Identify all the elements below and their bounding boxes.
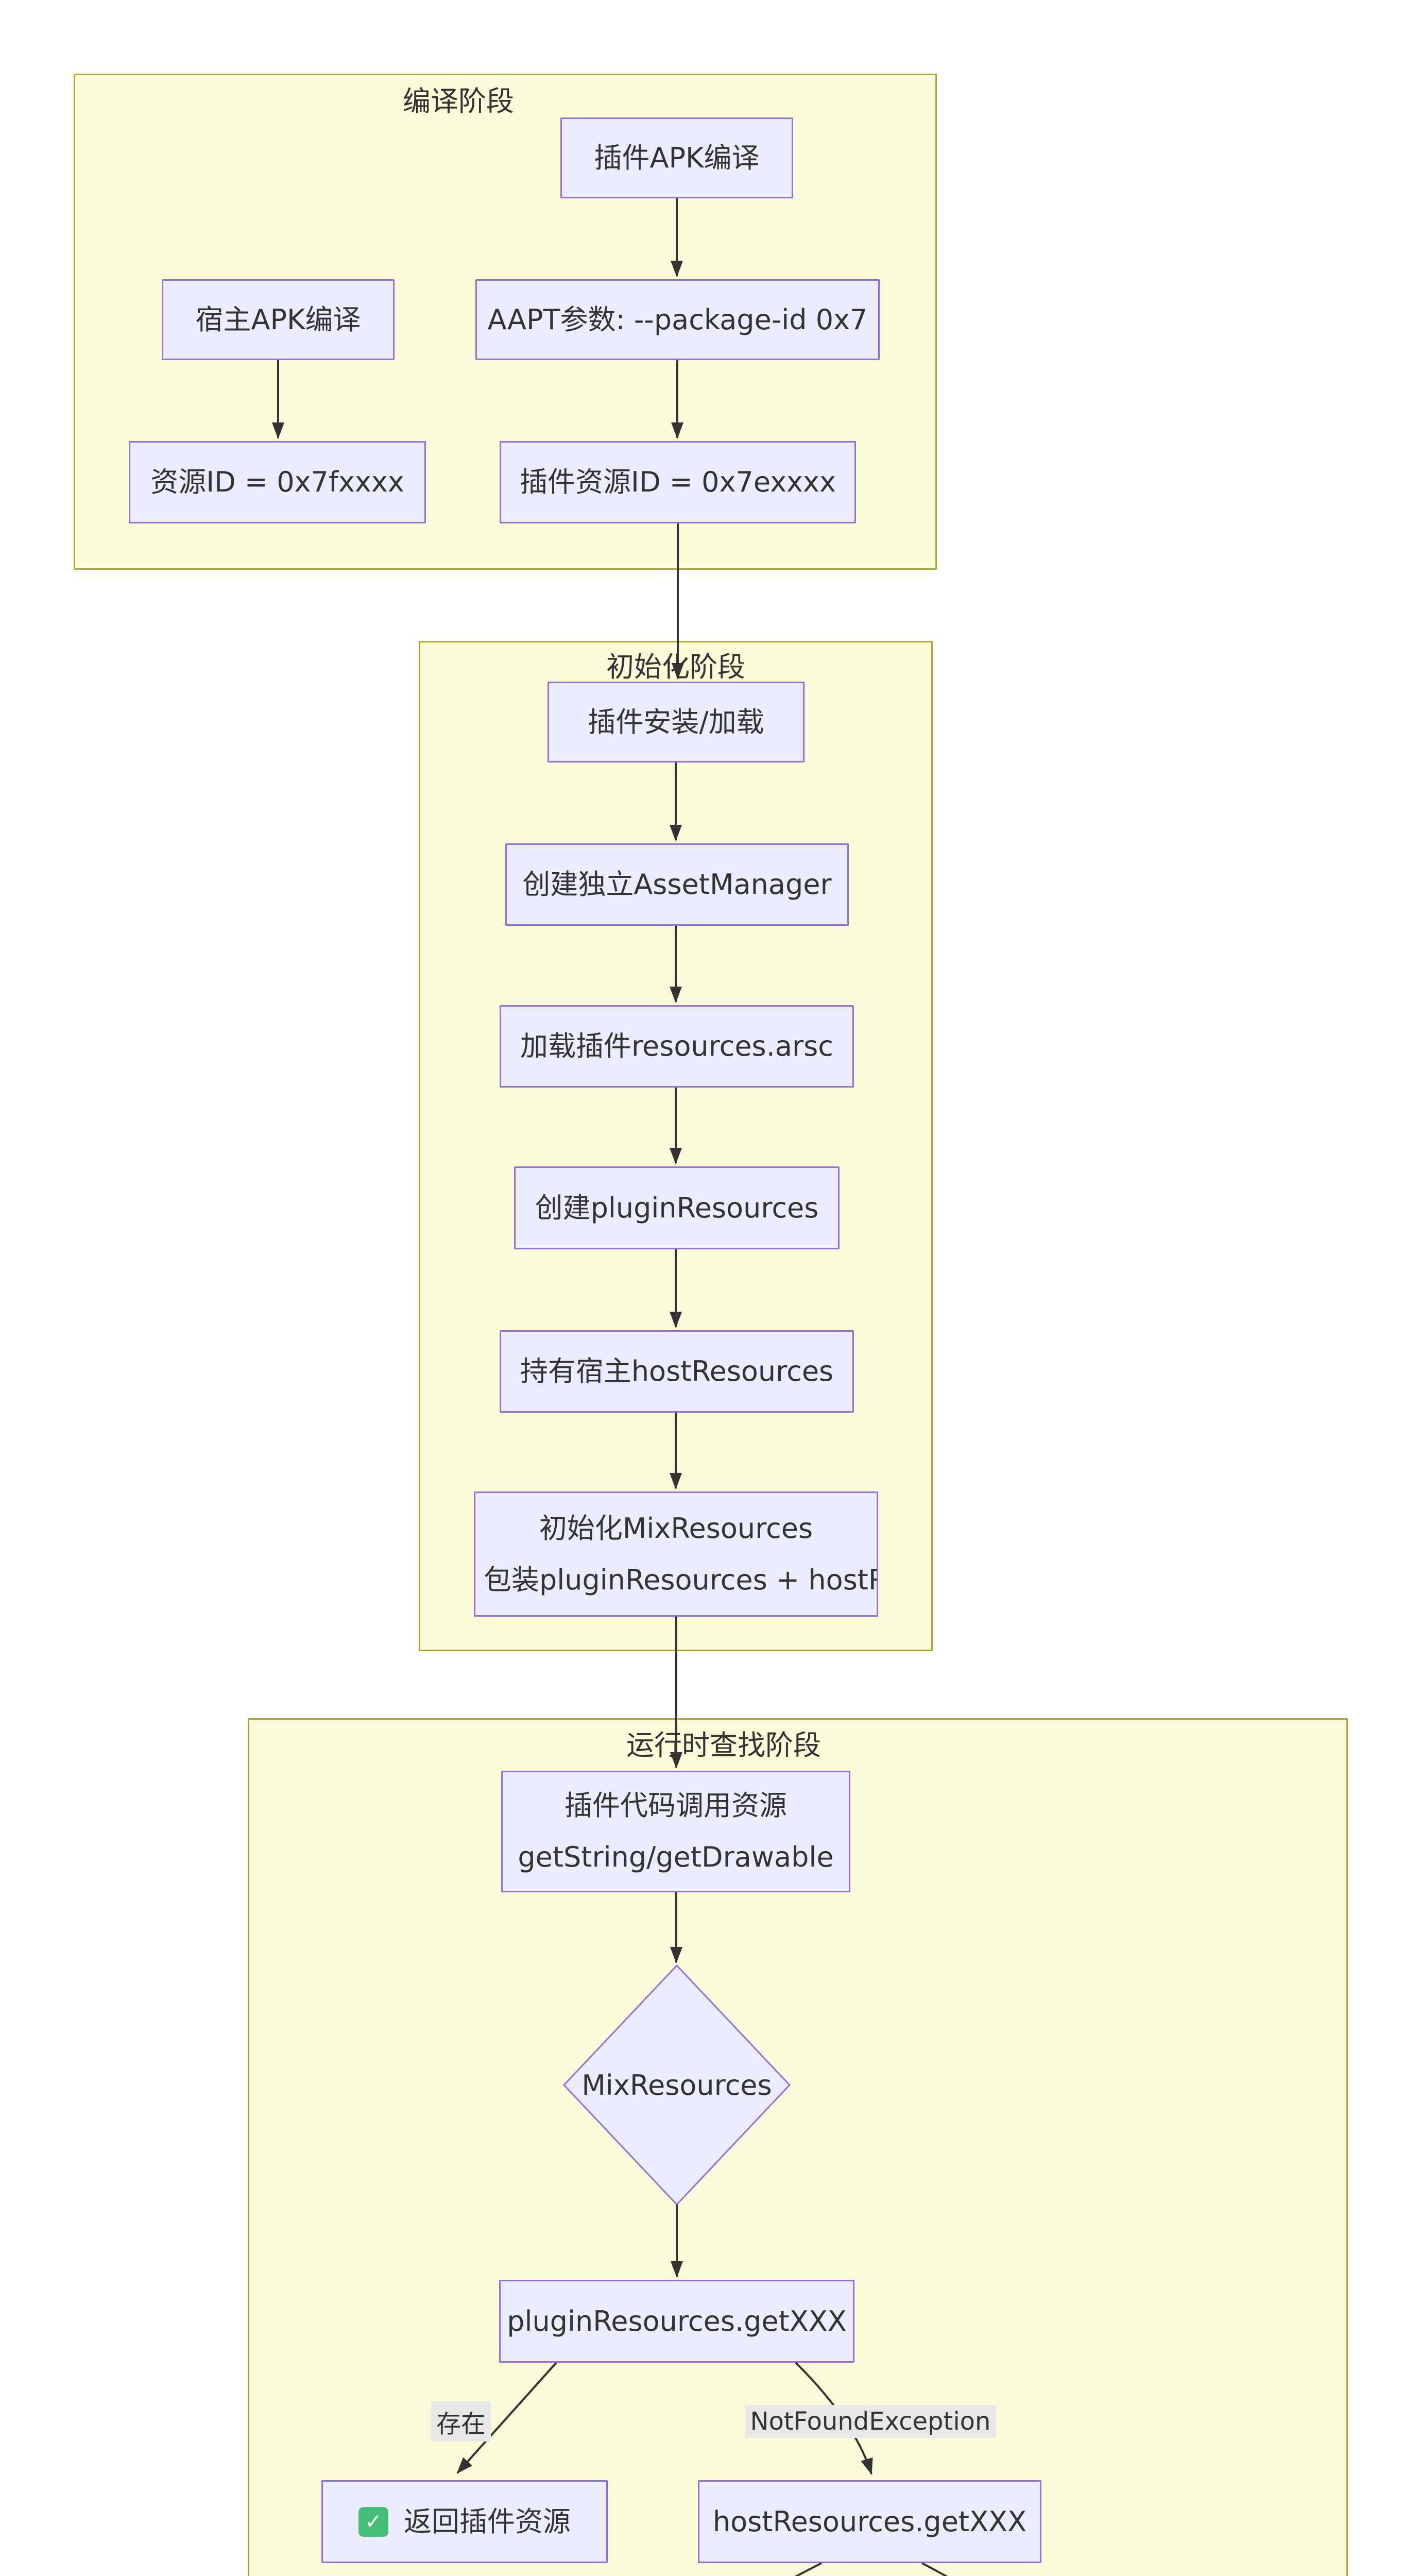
compile-stage-title: 编译阶段: [403, 85, 514, 117]
host-apk-compile-text: 宿主APK编译: [195, 303, 361, 336]
plugin-install-load: 插件安装/加载: [547, 682, 805, 762]
label-notfoundexception: NotFoundException: [745, 2405, 996, 2438]
load-resources-arsc-text: 加载插件resources.arsc: [520, 1030, 833, 1062]
flow-edge-arrow: [456, 2362, 557, 2474]
host-resource-id: 资源ID = 0x7fxxxx: [129, 441, 426, 523]
pluginresources-getxxx-text: pluginResources.getXXX: [507, 2304, 847, 2337]
init-mixresources-text: 初始化MixResources: [539, 1512, 813, 1545]
runtime-lookup-stage-title: 运行时查找阶段: [626, 1729, 821, 1761]
create-assetmanager-text: 创建独立AssetManager: [522, 868, 832, 901]
flow-edge-arrow: [921, 2562, 948, 2576]
flow-edge-arrow: [794, 2562, 822, 2576]
load-resources-arsc: 加载插件resources.arsc: [500, 1005, 854, 1088]
return-plugin-resource: ✓ 返回插件资源: [321, 2480, 608, 2563]
mixresources-decision: MixResources: [581, 2069, 772, 2102]
hold-hostresources: 持有宿主hostResources: [500, 1330, 854, 1413]
plugin-resource-id-text: 插件资源ID = 0x7exxxx: [520, 466, 836, 498]
create-pluginresources: 创建pluginResources: [514, 1166, 840, 1249]
plugin-code-call-text: getString/getDrawable: [518, 1841, 834, 1873]
plugin-code-call-text: 插件代码调用资源: [564, 1789, 787, 1822]
return-plugin-resource-text: 返回插件资源: [404, 2505, 571, 2538]
check-mark-icon: ✓: [358, 2506, 388, 2537]
plugin-apk-compile-text: 插件APK编译: [594, 141, 760, 174]
init-mixresources-text: 包装pluginResources + hostResources: [484, 1563, 877, 1596]
create-pluginresources-text: 创建pluginResources: [535, 1191, 819, 1224]
pluginresources-getxxx: pluginResources.getXXX: [499, 2280, 854, 2363]
aapt-params-text: AAPT参数: --package-id 0x7: [487, 303, 868, 336]
init-mixresources: 初始化MixResources 包装pluginResources + hostR…: [474, 1492, 878, 1617]
host-apk-compile: 宿主APK编译: [162, 279, 395, 360]
hold-hostresources-text: 持有宿主hostResources: [520, 1355, 834, 1387]
label-exists-1: 存在: [431, 2401, 491, 2442]
host-resource-id-text: 资源ID = 0x7fxxxx: [150, 466, 404, 498]
plugin-apk-compile: 插件APK编译: [560, 117, 793, 198]
plugin-code-call: 插件代码调用资源 getString/getDrawable: [501, 1771, 850, 1892]
plugin-install-load-text: 插件安装/加载: [588, 705, 764, 738]
plugin-resource-id: 插件资源ID = 0x7exxxx: [500, 441, 856, 523]
create-assetmanager: 创建独立AssetManager: [505, 843, 849, 926]
hostresources-getxxx: hostResources.getXXX: [698, 2480, 1041, 2563]
aapt-params: AAPT参数: --package-id 0x7: [475, 279, 880, 360]
hostresources-getxxx-text: hostResources.getXXX: [712, 2505, 1027, 2538]
